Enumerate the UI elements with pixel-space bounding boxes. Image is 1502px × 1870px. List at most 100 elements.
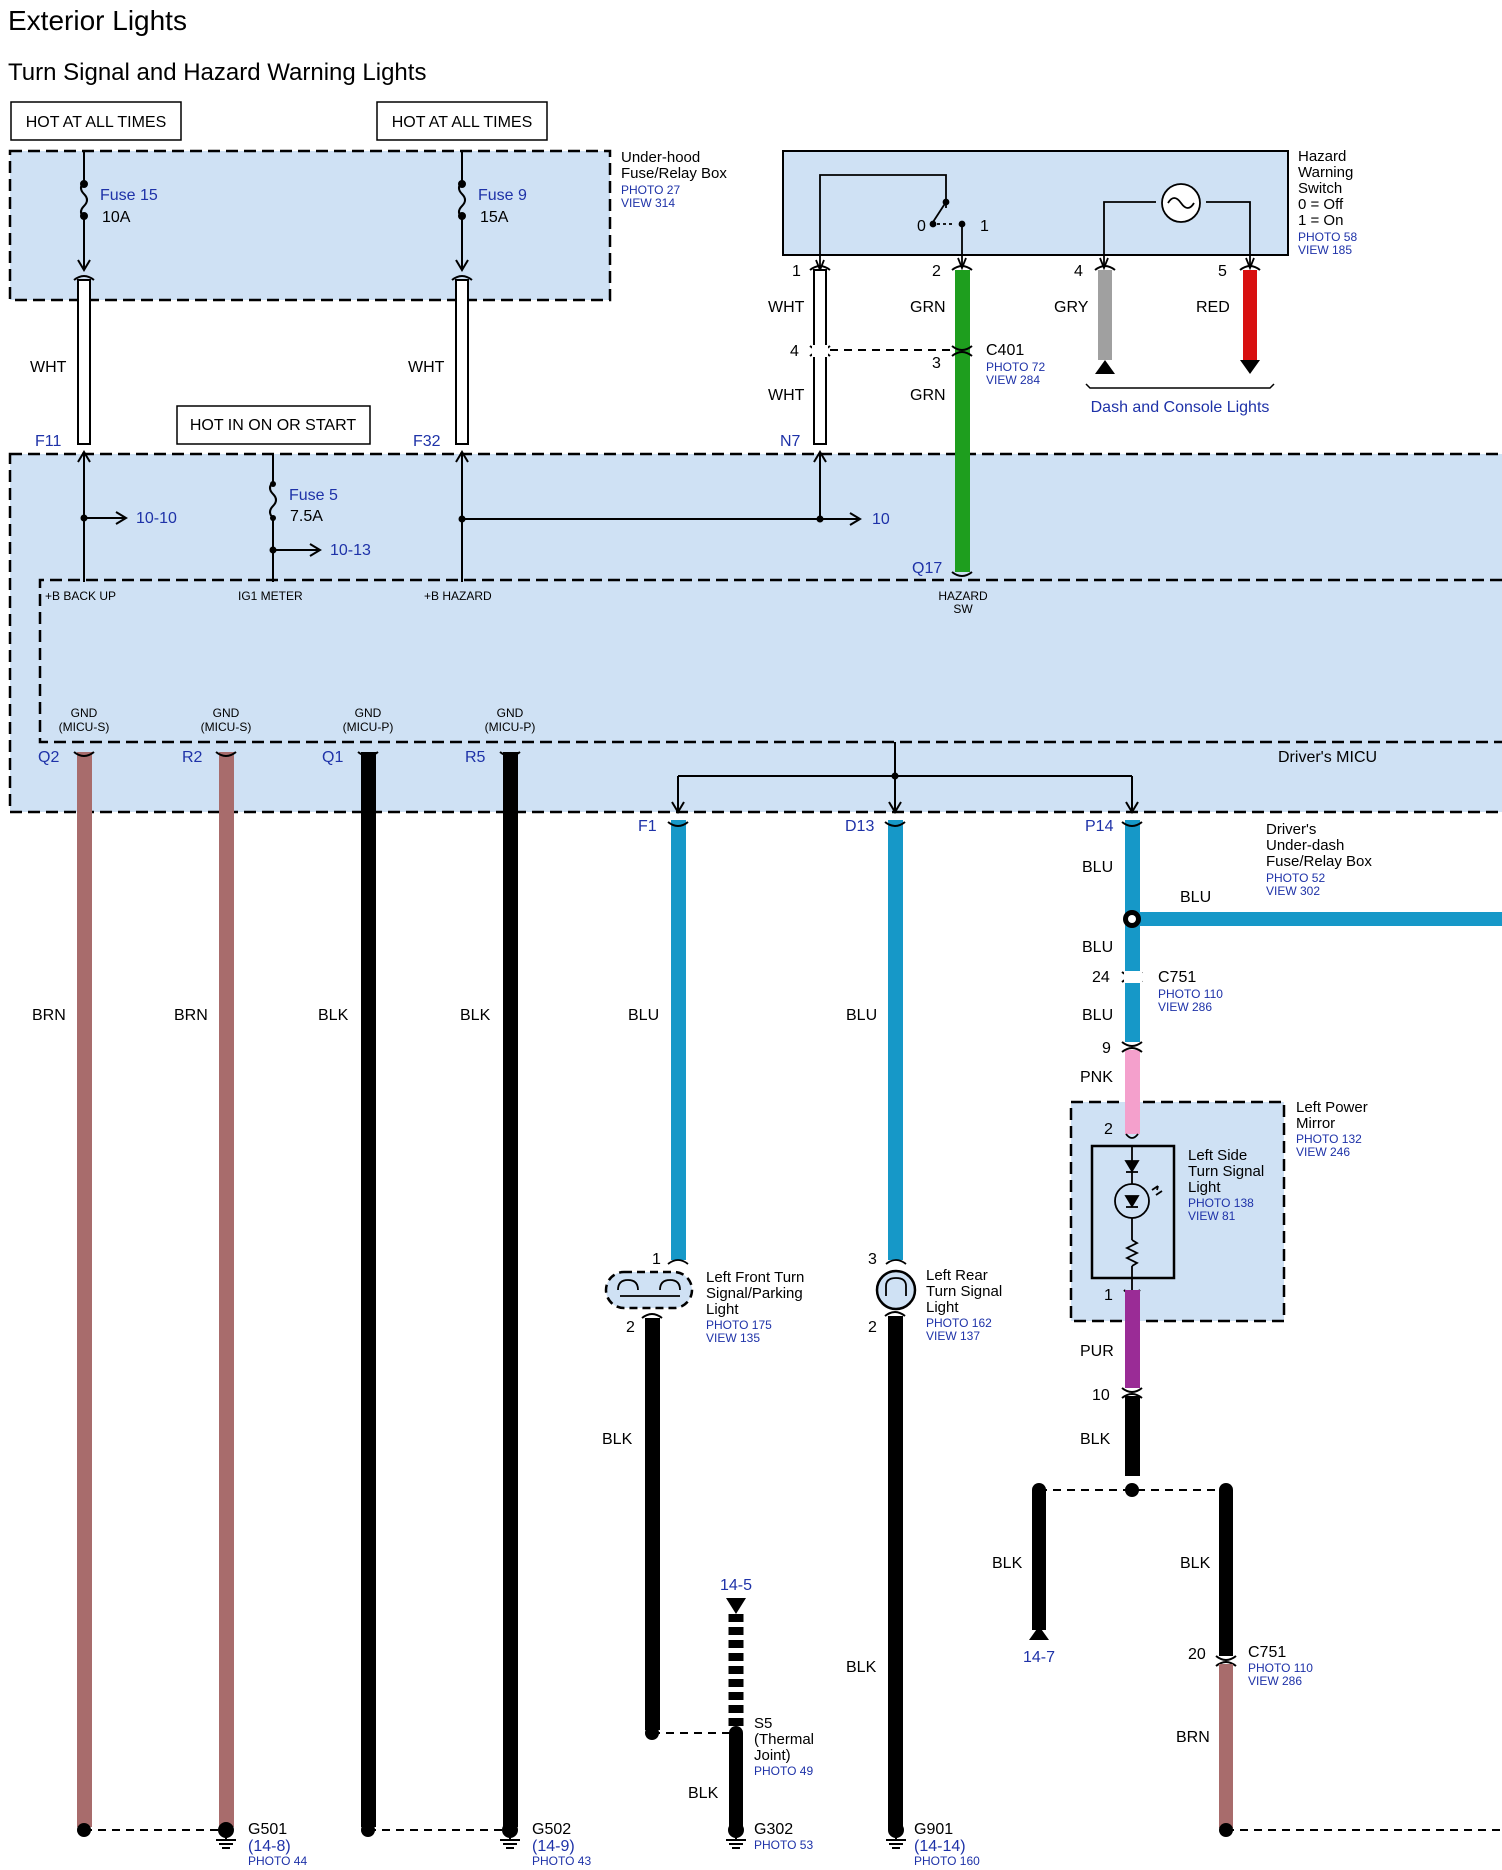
- micu-pin-q1: Q1: [322, 749, 343, 766]
- s5-line-3: Joint): [754, 1747, 791, 1764]
- c751-photo-bottom: PHOTO 110: [1248, 1661, 1313, 1675]
- rear-light-title-3: Light: [926, 1299, 959, 1316]
- mirror-photo: PHOTO 132: [1296, 1132, 1362, 1146]
- c401-gap-wht: [812, 345, 828, 357]
- wire-label-wht-n7-bottom: WHT: [768, 387, 805, 404]
- underdash-view: VIEW 302: [1266, 884, 1320, 898]
- underdash-title-2: Under-dash: [1266, 837, 1344, 854]
- wire-label-wht-n7-top: WHT: [768, 299, 805, 316]
- blk-wire-rear-light: [888, 1316, 903, 1830]
- pnk-wire: [1125, 1050, 1140, 1134]
- wht-wire-f11: [77, 279, 91, 445]
- gnd-label-r5-1: GND: [497, 706, 524, 720]
- blk-wire-s5-g302: [729, 1733, 743, 1831]
- grn-wire-q17: [955, 270, 970, 572]
- switch-pin-4: 4: [1074, 263, 1083, 280]
- ref-14-7: 14-7: [1023, 1649, 1055, 1666]
- switch-pin-5: 5: [1218, 263, 1227, 280]
- wire-label-blu-underdash: BLU: [1180, 889, 1211, 906]
- c751-connector-10: [1121, 1387, 1143, 1399]
- wire-label-wht-f11: WHT: [30, 359, 67, 376]
- c401-connector: [809, 345, 973, 357]
- light-title-2: Turn Signal: [1188, 1163, 1264, 1180]
- wire-label-brn-r2: BRN: [174, 1007, 208, 1024]
- light-title-3: Light: [1188, 1179, 1221, 1196]
- wire-label-blk-right: BLK: [1180, 1555, 1211, 1572]
- micu-label-sw: SW: [953, 602, 973, 616]
- hazard-switch-internals: [815, 174, 1255, 273]
- c401-photo: PHOTO 72: [986, 360, 1045, 374]
- left-rear-light-symbol: [885, 1259, 907, 1296]
- mirror-view: VIEW 246: [1296, 1145, 1350, 1159]
- wire-label-blk-r5: BLK: [460, 1007, 491, 1024]
- micu-pin-f11: F11: [35, 433, 61, 450]
- wht-wire-f32: [455, 279, 469, 445]
- front-light-view: VIEW 135: [706, 1331, 760, 1345]
- c751-connector-20: [1215, 1655, 1237, 1667]
- c401-pin-4: 4: [790, 343, 799, 360]
- page-subtitle: Turn Signal and Hazard Warning Lights: [8, 59, 426, 86]
- brn-wire-after-20: [1219, 1664, 1233, 1828]
- hazard-switch-title-2: Warning: [1298, 164, 1353, 181]
- wire-label-gry: GRY: [1054, 299, 1089, 316]
- micu-pin-q2: Q2: [38, 749, 59, 766]
- blk-wire-front-light: [645, 1318, 660, 1730]
- fuse-15: [77, 151, 91, 272]
- red-arrow: [1240, 360, 1260, 374]
- gnd-label-r2-2: (MICU-S): [201, 720, 252, 734]
- underhood-box-title-2: Fuse/Relay Box: [621, 165, 727, 182]
- rear-light-pin-2-connector: [884, 1311, 906, 1317]
- g901-name: G901: [914, 1821, 953, 1838]
- gnd-label-q2-1: GND: [71, 706, 98, 720]
- light-photo: PHOTO 138: [1188, 1196, 1254, 1210]
- wire-label-blk-q1: BLK: [318, 1007, 349, 1024]
- left-rear-light-bulb: [875, 1269, 917, 1311]
- fuse-5-rating: 7.5A: [290, 508, 323, 525]
- hazard-switch-view: VIEW 185: [1298, 243, 1352, 257]
- switch-pos-0: 0: [917, 218, 926, 235]
- wire-label-blu-c751-top: BLU: [1082, 939, 1113, 956]
- gnd-label-r2-1: GND: [213, 706, 240, 720]
- gnd-label-r5-2: (MICU-P): [485, 720, 536, 734]
- g302-name: G302: [754, 1821, 793, 1838]
- connector-f11-top: [73, 275, 95, 281]
- blu-wire-to-underdash: [1132, 912, 1502, 926]
- hot-at-all-times-label-1: HOT AT ALL TIMES: [26, 114, 167, 131]
- micu-box: [8, 452, 1502, 814]
- underdash-splice-center: [1128, 915, 1136, 923]
- gry-arrow: [1095, 360, 1115, 374]
- hot-at-all-times-box-2: [376, 101, 548, 141]
- mirror-title-2: Mirror: [1296, 1115, 1335, 1132]
- fuse-9-rating: 15A: [480, 209, 509, 226]
- wire-label-blu-p14: BLU: [1082, 859, 1113, 876]
- front-light-pin-1: 1: [652, 1251, 661, 1268]
- blu-wire-p14: [1125, 820, 1140, 1042]
- mirror-title-1: Left Power: [1296, 1099, 1368, 1116]
- hazard-switch-title-4: 0 = Off: [1298, 196, 1344, 213]
- rear-light-pin-2: 2: [868, 1319, 877, 1336]
- c751-view-bottom: VIEW 286: [1248, 1674, 1302, 1688]
- front-light-title-1: Left Front Turn: [706, 1269, 804, 1286]
- pin-9-connector: [1121, 1041, 1143, 1053]
- micu-pin-f32: F32: [413, 433, 441, 450]
- pur-wire: [1125, 1290, 1140, 1388]
- dash-console-lights-label: Dash and Console Lights: [1091, 399, 1270, 416]
- g502-name: G502: [532, 1821, 571, 1838]
- ref-10-10: 10-10: [136, 510, 177, 527]
- micu-pin-f1: F1: [638, 818, 657, 835]
- gnd-pin-connectors: [73, 751, 521, 757]
- c751-photo-top: PHOTO 110: [1158, 987, 1223, 1001]
- underdash-photo: PHOTO 52: [1266, 871, 1325, 885]
- ref-10-13: 10-13: [330, 542, 371, 559]
- ref-14-7-arrow: [1029, 1626, 1049, 1640]
- wire-label-brn-q2: BRN: [32, 1007, 66, 1024]
- blk-wire-after-10: [1125, 1396, 1140, 1476]
- wire-label-blu-d13: BLU: [846, 1007, 877, 1024]
- hazard-switch-box: [782, 150, 1289, 256]
- underdash-title-1: Driver's: [1266, 821, 1316, 838]
- page-title: Exterior Lights: [8, 5, 187, 36]
- brn-wire-q2: [77, 752, 92, 1827]
- c401-pin-3: 3: [932, 355, 941, 372]
- splice-center: [1125, 1483, 1139, 1497]
